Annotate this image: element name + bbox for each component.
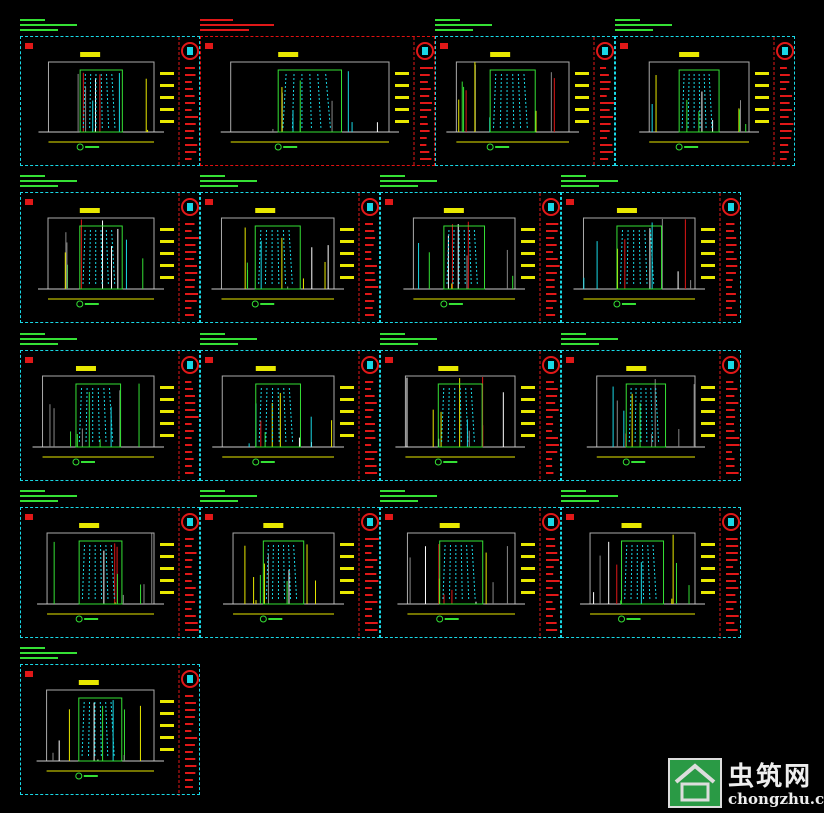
elevation-sheet[interactable] [561, 507, 741, 639]
elevation-sheet[interactable] [20, 192, 200, 324]
sheet-header [20, 487, 83, 505]
elevation-sheet[interactable] [561, 192, 741, 324]
sheet-header [380, 330, 443, 348]
elevation-sheet[interactable] [200, 192, 380, 324]
sheet-header [20, 330, 83, 348]
sheet-header [200, 16, 282, 34]
sheet-header [435, 16, 498, 34]
watermark: 虫筑网 chongzhu.cn [668, 756, 824, 812]
elevation-sheet[interactable] [380, 350, 561, 482]
sheet-header [20, 172, 83, 190]
sheet-header [200, 330, 263, 348]
elevation-sheet[interactable] [380, 192, 561, 324]
watermark-title: 虫筑网 [728, 762, 813, 792]
sheet-header [20, 644, 83, 662]
sheet-header [380, 487, 443, 505]
sheet-header [200, 487, 263, 505]
sheet-header [561, 172, 624, 190]
sheet-header [20, 16, 83, 34]
elevation-sheet[interactable] [200, 507, 380, 639]
elevation-sheet[interactable] [20, 350, 200, 482]
elevation-sheet[interactable] [200, 350, 380, 482]
sheet-header [200, 172, 263, 190]
elevation-sheet[interactable] [20, 36, 200, 167]
sheet-header [615, 16, 678, 34]
elevation-sheet[interactable] [200, 36, 435, 167]
watermark-site: chongzhu.cn [728, 790, 824, 808]
house-logo-icon [668, 758, 722, 808]
elevation-sheet[interactable] [615, 36, 795, 167]
sheet-header [561, 330, 624, 348]
sheet-header [380, 172, 443, 190]
elevation-sheet[interactable] [561, 350, 741, 482]
elevation-sheet[interactable] [380, 507, 561, 639]
elevation-sheet[interactable] [20, 664, 200, 796]
elevation-sheet[interactable] [435, 36, 615, 167]
elevation-sheet[interactable] [20, 507, 200, 639]
sheet-header [561, 487, 624, 505]
